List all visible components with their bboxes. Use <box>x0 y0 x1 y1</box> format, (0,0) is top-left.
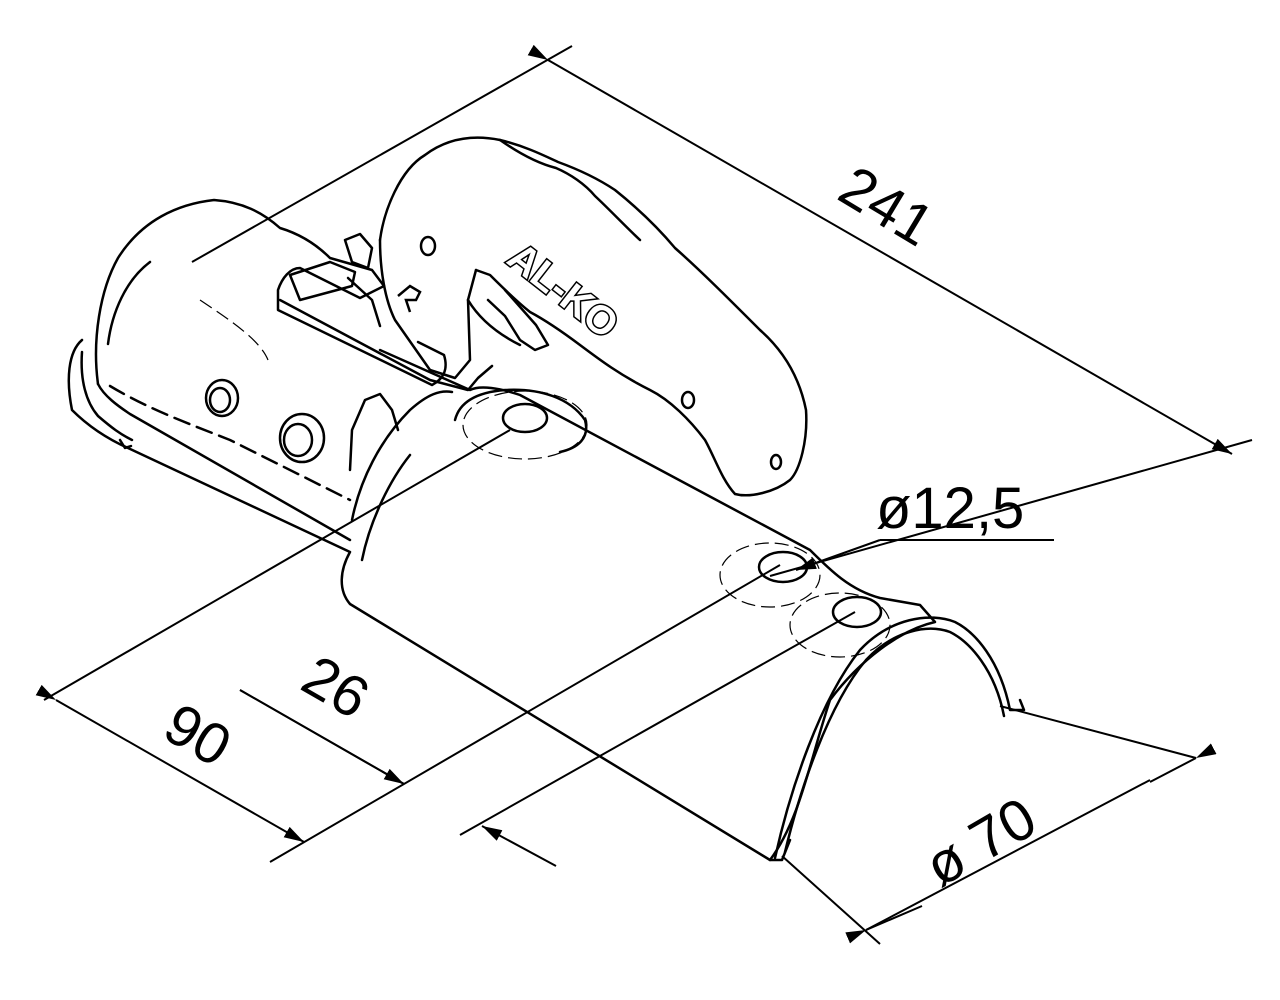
dim-label-241: 241 <box>828 153 944 259</box>
dim-arrow-70-top <box>1149 743 1217 783</box>
leader-hole-diameter-diag <box>795 539 881 571</box>
ext-line-70-b <box>781 855 881 945</box>
saddle-hole-right <box>831 595 883 629</box>
key-slot <box>397 284 422 313</box>
ext-line-241-a <box>191 45 573 263</box>
housing-top-slot <box>288 260 357 302</box>
rivet-lower <box>278 412 326 464</box>
front-guide-side <box>348 392 400 472</box>
lever-grip-ridge <box>498 138 642 242</box>
socket-dome <box>94 198 447 387</box>
dim-label-90: 90 <box>154 691 242 780</box>
construction-circle-left <box>719 542 821 608</box>
lever-pin-end <box>769 453 783 471</box>
lever-inner-edge <box>466 298 522 347</box>
base-plate-edge-inner <box>80 350 134 442</box>
dimension-lines <box>35 44 1253 945</box>
housing-dashed-seam <box>108 384 352 502</box>
base-plate-notch <box>118 438 133 450</box>
socket-side-wall <box>96 382 352 542</box>
brand-logo: AL-KO <box>499 234 626 347</box>
dim-label-hole-diameter: ø12,5 <box>876 476 1024 541</box>
socket-dome-ridge <box>106 260 152 346</box>
rivet-upper <box>204 378 240 418</box>
dim-line-70 <box>865 779 1151 931</box>
ext-line-90-a <box>43 429 511 701</box>
lever-front-face <box>378 238 478 380</box>
rivet-upper-inner <box>208 386 232 414</box>
construction-curve-dome <box>199 299 269 361</box>
ext-line-90-b <box>269 564 781 863</box>
front-guide <box>350 390 454 522</box>
dim-label-26: 26 <box>292 643 380 732</box>
lever-pin-lower <box>680 390 696 410</box>
ext-line-26-b <box>459 611 856 836</box>
rivet-lower-inner <box>282 422 314 458</box>
housing-inner-slot <box>278 298 494 392</box>
front-guide-inner <box>360 453 412 562</box>
dim-line-26-right <box>481 825 557 867</box>
top-mount-hole <box>501 402 549 434</box>
lever-pin-upper <box>419 235 437 257</box>
dim-line-90 <box>35 684 305 843</box>
dim-label-70: ø 70 <box>914 785 1047 899</box>
saddle-left-leg <box>768 838 792 862</box>
release-trigger <box>343 232 374 270</box>
saddle-arch-outer <box>773 616 1026 860</box>
construction-circle-right <box>789 592 891 658</box>
dim-line-241 <box>527 44 1233 455</box>
ext-line-70-a <box>999 705 1197 759</box>
release-trigger-blade <box>346 276 382 328</box>
construction-circle-top <box>462 390 588 460</box>
construction-lines <box>199 299 891 658</box>
dim-arrow-70-bottom <box>845 905 923 944</box>
ext-line-241-b <box>769 439 1253 577</box>
saddle-arch-inner <box>783 627 1006 854</box>
dim-line-26-left <box>239 689 405 785</box>
